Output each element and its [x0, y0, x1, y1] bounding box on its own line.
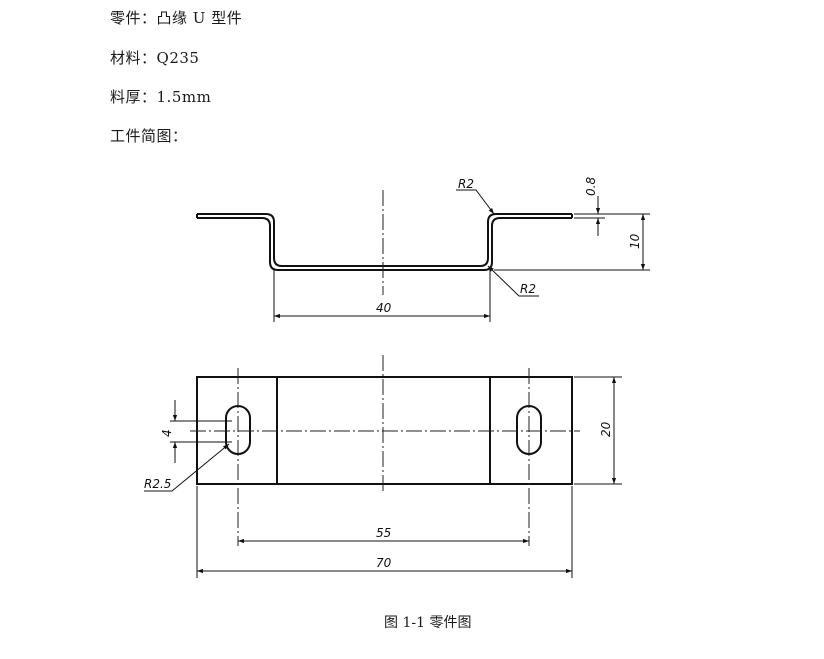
w40-label: 40 — [376, 301, 392, 315]
thk-label: 0.8 — [584, 177, 598, 196]
top-view: 4 R2.5 20 55 70 — [144, 355, 622, 578]
h-label: 10 — [628, 233, 642, 249]
spec-part-label: 零件： — [110, 9, 157, 27]
slot-radius-label: R2.5 — [144, 477, 171, 491]
r-top-leader — [456, 189, 495, 215]
spec-material-value: Q235 — [156, 49, 200, 67]
profile-outer — [197, 217, 572, 271]
spec-thickness: 料厚：1.5mm — [110, 86, 211, 107]
spec-material-label: 材料： — [110, 49, 157, 67]
spec-sketch-label: 工件简图： — [110, 127, 188, 145]
w20-label: 20 — [599, 421, 613, 437]
slot-radius-leader — [144, 443, 230, 492]
d70-label: 70 — [376, 556, 392, 570]
spec-thickness-label: 料厚： — [110, 88, 157, 106]
spec-thickness-value: 1.5mm — [156, 88, 212, 106]
spec-material: 材料：Q235 — [110, 47, 199, 68]
front-view: R2 R2 0.8 10 40 — [196, 177, 650, 322]
profile-inner — [197, 213, 572, 267]
spec-part-value: 凸缘 U 型件 — [156, 9, 243, 27]
r-top-label: R2 — [458, 177, 474, 191]
d55-label: 55 — [376, 526, 391, 540]
figure-caption: 图 1-1 零件图 — [384, 615, 472, 631]
spec-part: 零件：凸缘 U 型件 — [110, 7, 242, 28]
r-bottom-label: R2 — [520, 282, 536, 296]
spec-sketch: 工件简图： — [110, 125, 188, 146]
r-bottom-leader — [487, 265, 539, 297]
sw-label: 4 — [160, 429, 174, 437]
